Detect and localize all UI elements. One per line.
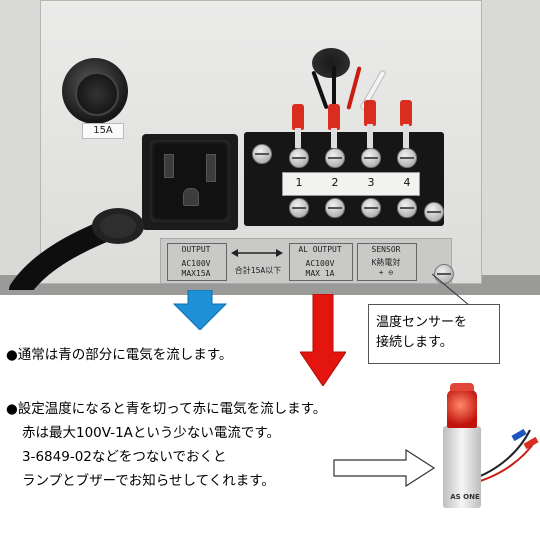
blue-down-arrow-icon: [172, 290, 228, 330]
lug-shank: [367, 124, 373, 148]
crimp-lug-icon: [292, 104, 304, 130]
right-arrow-icon: [333, 448, 436, 488]
sensor-title: SENSOR: [371, 245, 401, 254]
power-cable-icon: [9, 208, 144, 290]
output-title: OUTPUT: [181, 245, 211, 254]
terminal-number-strip: 1 2 3 4: [282, 172, 420, 196]
note-connect-model: 3-6849-02などをつないでおくと: [22, 449, 227, 465]
mount-screw-icon: [252, 144, 272, 164]
crimp-lug-icon: [328, 104, 340, 130]
terminal-screw-icon: [289, 198, 309, 218]
callout-line-2: 接続します。: [376, 335, 453, 350]
terminal-number-4: 4: [403, 176, 411, 189]
al-output-box: [289, 243, 353, 281]
terminal-number-1: 1: [295, 176, 303, 189]
terminal-screw-icon: [325, 148, 345, 168]
outlet-ground-hole: [183, 188, 199, 206]
note-setpoint-switch: ●設定温度になると青を切って赤に電気を流します。: [6, 401, 327, 417]
mount-screw-icon: [424, 202, 444, 222]
terminal-screw-icon: [397, 148, 417, 168]
lug-shank: [403, 124, 409, 148]
terminal-screw-icon: [361, 198, 381, 218]
lamp-brand-logo: AS ONE: [450, 493, 480, 501]
lug-shank: [331, 128, 337, 148]
crimp-lug-icon: [400, 100, 412, 126]
signal-lamp-red-icon: [447, 390, 477, 428]
fuse-cap-icon: [75, 72, 119, 116]
combined-limit-text: 合計15A以下: [234, 266, 282, 275]
al-output-spec-voltage: AC100V: [305, 259, 335, 268]
al-output-spec-current: MAX 1A: [305, 269, 335, 278]
terminal-screw-icon: [325, 198, 345, 218]
red-down-arrow-icon: [300, 294, 346, 386]
terminal-screw-icon: [361, 148, 381, 168]
output-spec-voltage: AC100V: [181, 259, 211, 268]
spec-label-plate: OUTPUT AC100V MAX15A 合計15A以下 AL OUTPUT A…: [160, 238, 452, 284]
sensor-box: [357, 243, 417, 281]
output-box: [167, 243, 227, 281]
callout-pointer-line: [431, 273, 471, 307]
power-outlet-icon: [150, 140, 230, 222]
signal-lamp-body: [443, 426, 481, 508]
note-normal-operation: ●通常は青の部分に電気を流します。: [6, 347, 233, 363]
sensor-polarity: + ⊖: [378, 268, 394, 277]
double-arrow-icon: [231, 249, 283, 257]
callout-line-1: 温度センサーを: [376, 315, 468, 330]
crimp-lug-icon: [364, 100, 376, 126]
sensor-type: K熱電対: [371, 258, 401, 267]
signal-lamp-cap: [450, 383, 474, 391]
note-red-current: 赤は最大100V-1Aという少ない電流です。: [22, 425, 281, 441]
lug-shank: [295, 128, 301, 148]
al-output-title: AL OUTPUT: [298, 245, 342, 254]
sensor-callout-text: 温度センサーを 接続します。: [376, 313, 496, 353]
terminal-screw-icon: [397, 198, 417, 218]
terminal-screw-icon: [289, 148, 309, 168]
outlet-slot-left: [164, 154, 174, 178]
fuse-rating-label: 15A: [82, 123, 124, 139]
terminal-number-3: 3: [367, 176, 375, 189]
wire-black: [332, 66, 336, 110]
terminal-number-2: 2: [331, 176, 339, 189]
outlet-slot-right: [206, 154, 216, 182]
note-lamp-buzzer: ランプとブザーでお知らせしてくれます。: [22, 473, 275, 489]
output-spec-current: MAX15A: [181, 269, 211, 278]
wire-grommet-icon: [312, 48, 350, 78]
sensor-callout-box: [368, 304, 500, 364]
